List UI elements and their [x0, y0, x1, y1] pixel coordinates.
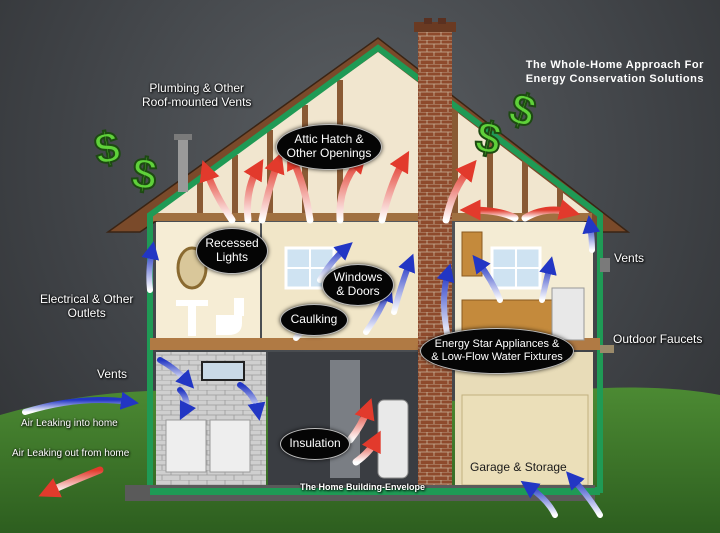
chimney [418, 28, 452, 488]
attic-floor [150, 213, 592, 221]
roof-vent [178, 138, 188, 192]
garage-label: Garage & Storage [470, 460, 567, 474]
garage-door [461, 394, 589, 486]
outdoor-faucet [600, 345, 614, 353]
attic-callout-line-1: Attic Hatch & [294, 132, 364, 147]
basement-window [201, 361, 245, 381]
outdoor-faucets-label: Outdoor Faucets [613, 332, 703, 346]
energy-callout-line-2: & Low-Flow Water Fixtures [431, 351, 563, 363]
recessed-callout-line-2: Lights [215, 250, 249, 264]
air-in-label: Air Leaking into home [21, 418, 118, 429]
recessed-lights-callout: Recessed Lights [196, 228, 268, 274]
chimney-cap [414, 22, 456, 32]
windows-doors-callout: Windows & Doors [322, 264, 394, 306]
caulking-callout: Caulking [280, 304, 348, 336]
electrical-label-line-2: Outlets [67, 305, 106, 320]
caulking-callout-text: Caulking [290, 312, 338, 327]
recessed-callout-line-1: Recessed [205, 236, 259, 251]
vents-right-label: Vents [614, 251, 645, 265]
envelope-label: The Home Building-Envelope [300, 482, 426, 492]
plumbing-vents-label: Plumbing & Other Roof-mounted Vents [142, 81, 252, 110]
water-heater [377, 399, 409, 479]
title-line-2: Energy Conservation Solutions [525, 73, 704, 86]
electrical-label-line-1: Electrical & Other [40, 292, 134, 306]
air-out-label: Air Leaking out from home [12, 448, 130, 459]
windows-callout-line-2: & Doors [336, 284, 380, 298]
toilet [216, 315, 242, 335]
dryer [209, 419, 251, 473]
plumbing-label-line-1: Plumbing & Other [149, 81, 245, 95]
diagram-title: The Whole-Home Approach For Energy Conse… [526, 58, 704, 87]
insulation-callout: Insulation [280, 428, 350, 460]
wall-vent-right [600, 258, 610, 272]
attic-hatch-callout: Attic Hatch & Other Openings [276, 124, 382, 170]
electrical-outlets-label: Electrical & Other Outlets [40, 292, 134, 321]
sink [176, 300, 208, 306]
insulation-callout-text: Insulation [289, 436, 341, 451]
energy-star-callout: Energy Star Appliances & & Low-Flow Wate… [420, 328, 574, 374]
vents-left-label: Vents [97, 367, 128, 381]
kitchen-cabinet [461, 231, 483, 277]
plumbing-label-line-2: Roof-mounted Vents [142, 94, 252, 109]
energy-callout-line-1: Energy Star Appliances & [434, 338, 560, 351]
attic-callout-line-2: Other Openings [286, 146, 372, 160]
washer [165, 419, 207, 473]
windows-callout-line-1: Windows [333, 270, 383, 285]
title-line-1: The Whole-Home Approach For [525, 59, 704, 71]
